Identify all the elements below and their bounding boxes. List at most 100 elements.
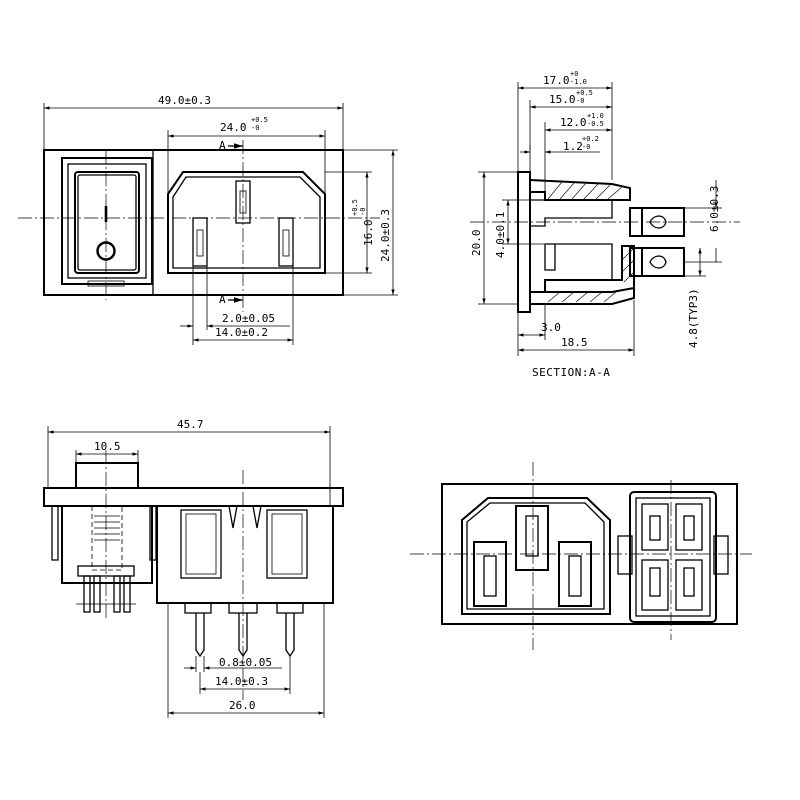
section-rib [544,244,556,271]
section-lower-skirt [530,288,635,305]
dim-height-socket: 16.0 [362,220,375,247]
dim-pin-width: 2.0±0.05 [222,312,275,325]
rear-switch-terminal-3-blade [649,567,661,597]
dim-depth-housing: 12.0 [560,116,587,129]
rear-switch-terminal-3 [641,559,669,611]
bottom-socket-notch-2 [252,505,262,529]
dim-flange-tol-lower: -0 [582,143,590,151]
bottom-socket-pocket-2-inner [271,513,303,575]
rear-terminal-left [473,541,507,607]
rear-switch-terminal-2-blade [683,515,695,541]
right-pin [282,229,290,257]
terminal-pin-3 [285,613,295,658]
right-pin-slot [278,217,294,267]
section-slot-upper [530,199,613,227]
dim-terminal-spacing: 6.0±0.3 [708,186,721,232]
section-slot-lower [545,243,613,280]
terminal-pin-1 [195,613,205,658]
dim-width-socket-tol-lower: -0 [251,124,259,132]
dim-flange: 1.2 [563,140,583,153]
front-outer-frame [43,149,344,296]
section-lower-wall [530,245,635,293]
rear-switch-terminal-2 [675,503,703,551]
dim-depth-body-tol-lower: -0 [576,97,584,105]
terminal-base-1 [184,602,212,614]
dim-depth-housing-tol-upper: +1.0 [587,112,604,120]
bottom-switch-body [61,505,153,584]
earth-pin-slot [235,180,251,224]
bottom-socket-pocket-1-inner [185,513,217,575]
bottom-switch-hidden [91,506,123,571]
dim-depth-body-tol-upper: +0.5 [576,89,593,97]
terminal-lower-base [629,247,643,277]
switch-rocker-inner [77,174,137,271]
rear-terminal-earth [515,505,549,571]
switch-tab [87,280,125,287]
left-pin [196,229,204,257]
dim-slot: 4.0±0.1 [494,212,507,258]
bottom-socket-notch-1 [228,505,238,529]
dim-depth-housing-tol-lower: -0.5 [587,120,604,128]
rear-switch-terminal-1 [641,503,669,551]
rear-switch-inner [635,497,711,617]
section-caption: SECTION:A-A [532,366,610,379]
terminal-base-3 [276,602,304,614]
rocker-switch [61,157,153,287]
iec-socket [167,171,326,274]
dim-pin-spacing: 14.0±0.2 [215,326,268,339]
front-view: A A 49.0±0.3 24.0 +0.5 -0 16.0 +0.5 -0 2… [18,94,398,345]
dim-depth-overall-tol-lower: -1.0 [570,78,587,86]
dim-width-total: 49.0±0.3 [158,94,211,107]
bottom-switch-latch-left [51,506,59,561]
rear-switch-latch [713,535,729,575]
dim-depth-overall: 17.0 [543,74,570,87]
switch-off-mark [96,241,116,261]
rear-switch-terminal-4 [675,559,703,611]
rear-socket-inner [466,502,605,610]
rear-terminal-earth-blade [525,515,539,557]
bottom-switch-cap [75,462,139,489]
left-pin-slot [192,217,208,267]
dim-flange-tol-upper: +0.2 [582,135,599,143]
switch-pin-base [77,565,135,577]
dim-pin-spacing-bottom: 14.0±0.3 [215,675,268,688]
dim-terminal-width: 4.8(TYP3) [687,288,700,348]
bottom-switch-pins [76,565,136,613]
socket-inner-outline [172,176,321,269]
bottom-socket-pocket-1 [180,509,222,579]
dim-offset: 3.0 [541,321,561,334]
rear-view [410,462,752,650]
rear-terminal-right-blade [568,555,582,597]
terminal-upper-hole [649,215,667,229]
section-marker-bottom: A [219,293,226,306]
dim-height-socket-tol-lower: -0 [359,208,367,216]
terminal-upper-blade [642,207,685,237]
switch-bezel-inner [67,163,147,279]
dim-length: 18.5 [561,336,588,349]
rear-switch-body [629,491,717,623]
section-view: 17.0 +0 -1.0 15.0 +0.5 -0 12.0 +1.0 -0.5… [470,70,740,379]
switch-rocker [74,171,140,274]
switch-pin-4 [123,575,131,613]
earth-pin [239,190,247,214]
dim-width-socket-tol-upper: +0.5 [251,116,268,124]
terminal-upper-base [629,207,643,237]
section-marker-top: A [219,139,226,152]
rear-outer-frame [441,483,738,625]
section-terminals [629,207,685,277]
dim-switch-width: 10.5 [94,440,121,453]
dim-height-total: 24.0±0.3 [379,209,392,262]
terminal-pin-2 [238,613,248,658]
rear-socket-outline [461,497,611,615]
rear-switch-terminal-1-blade [649,515,661,541]
dim-depth-overall-tol-upper: +0 [570,70,578,78]
bottom-flange [43,487,344,507]
terminal-lower-hole [649,255,667,269]
dim-depth-body: 15.0 [549,93,576,106]
dim-height-socket-tol-upper: +0.5 [351,199,359,216]
bottom-socket-terminals [184,602,304,658]
section-flange [517,171,531,313]
dim-socket-width-bottom: 26.0 [229,699,256,712]
dim-width-socket: 24.0 [220,121,247,134]
